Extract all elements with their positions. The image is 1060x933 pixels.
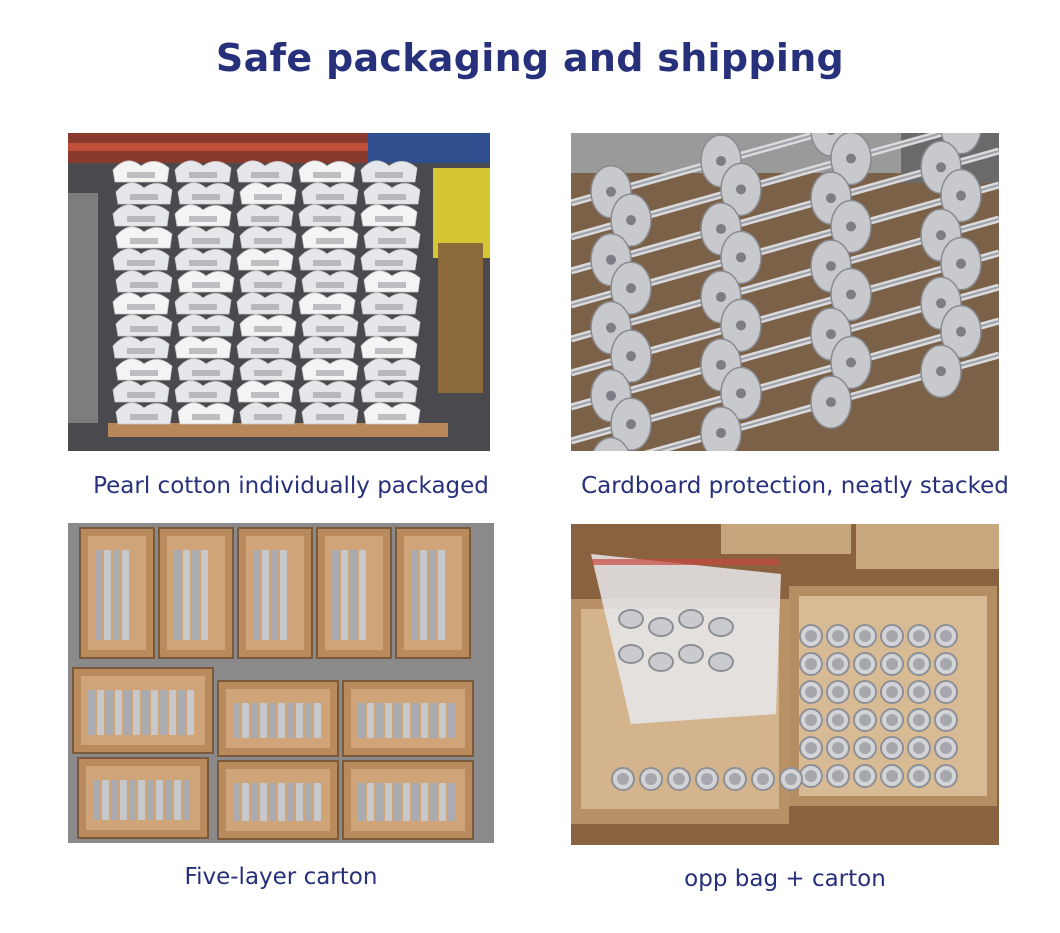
carton-photo <box>68 523 494 843</box>
caption-pearl-cotton: Pearl cotton individually packaged <box>93 473 489 499</box>
pallet-photo <box>68 133 490 451</box>
caption-cardboard-protection: Cardboard protection, neatly stacked <box>581 473 1009 499</box>
caption-opp-bag-carton: opp bag + carton <box>684 866 886 892</box>
caption-five-layer-carton: Five-layer carton <box>184 864 378 890</box>
bushing-photo <box>571 524 999 845</box>
page-title: Safe packaging and shipping <box>215 36 845 80</box>
impeller-photo <box>571 133 999 451</box>
